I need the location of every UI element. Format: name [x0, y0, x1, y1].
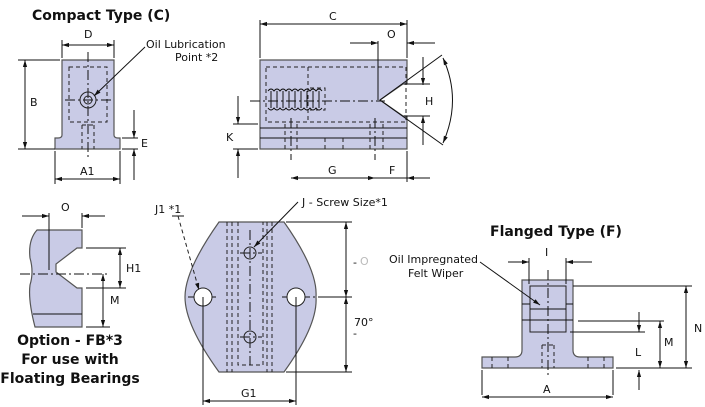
dim-d-label: D [84, 28, 92, 41]
felt-wiper-label-1: Oil Impregnated [389, 253, 478, 266]
dim-k-label: K [226, 131, 234, 144]
dim-c-label: C [329, 10, 337, 23]
dim-f-label: F [389, 164, 395, 177]
angle-label: 70° [354, 316, 374, 329]
felt-wiper-label-2: Felt Wiper [408, 267, 464, 280]
dim-h-label: H [425, 95, 433, 108]
j1-label: J1 *1 [154, 203, 181, 216]
fb-dim-o-label: O [61, 201, 70, 214]
oil-lubrication-point-label: Point *2 [175, 51, 218, 64]
dim-a-label: A [543, 383, 551, 396]
dim-g1-label: G1 [241, 387, 257, 400]
compact-side-view: C O H K G F [226, 10, 453, 182]
dim-h1-label: H1 [126, 262, 141, 275]
option-fb-subtitle-1: For use with [21, 352, 118, 368]
plate-bottom-view: G1 - - O 70° J1 *1 J - Screw Size*1 [154, 196, 388, 405]
flanged-dim-m-label: M [664, 336, 674, 349]
j-screw-size-label: J - Screw Size*1 [301, 196, 388, 209]
dim-b-label: B [30, 96, 38, 109]
option-fb-view: O H1 M Option - FB*3 For use with Floati… [0, 201, 141, 387]
option-fb-title: Option - FB*3 [17, 333, 123, 349]
oil-lubrication-label: Oil Lubrication [146, 38, 226, 51]
flanged-type-view: Flanged Type (F) I Oil Impregnated Felt … [389, 224, 702, 400]
fb-dim-m-label: M [110, 294, 120, 307]
compact-title: Compact Type (C) [32, 8, 170, 24]
dim-l-label: L [635, 346, 642, 359]
dim-o-label: O [387, 28, 396, 41]
dim-n-label: N [694, 322, 702, 335]
compact-front-view: Compact Type (C) D B Oil Lubrication Poi… [18, 8, 226, 184]
dim-e-label: E [141, 137, 148, 150]
option-fb-subtitle-2: Floating Bearings [0, 371, 139, 387]
flanged-title: Flanged Type (F) [490, 224, 622, 240]
plate-dim-2-label: - [353, 327, 357, 340]
plate-dim-1-label: - [353, 256, 357, 269]
dim-i-label: I [545, 246, 548, 259]
plate-o-label: O [360, 255, 369, 268]
dim-g-label: G [328, 164, 337, 177]
dim-a1-label: A1 [80, 165, 95, 178]
